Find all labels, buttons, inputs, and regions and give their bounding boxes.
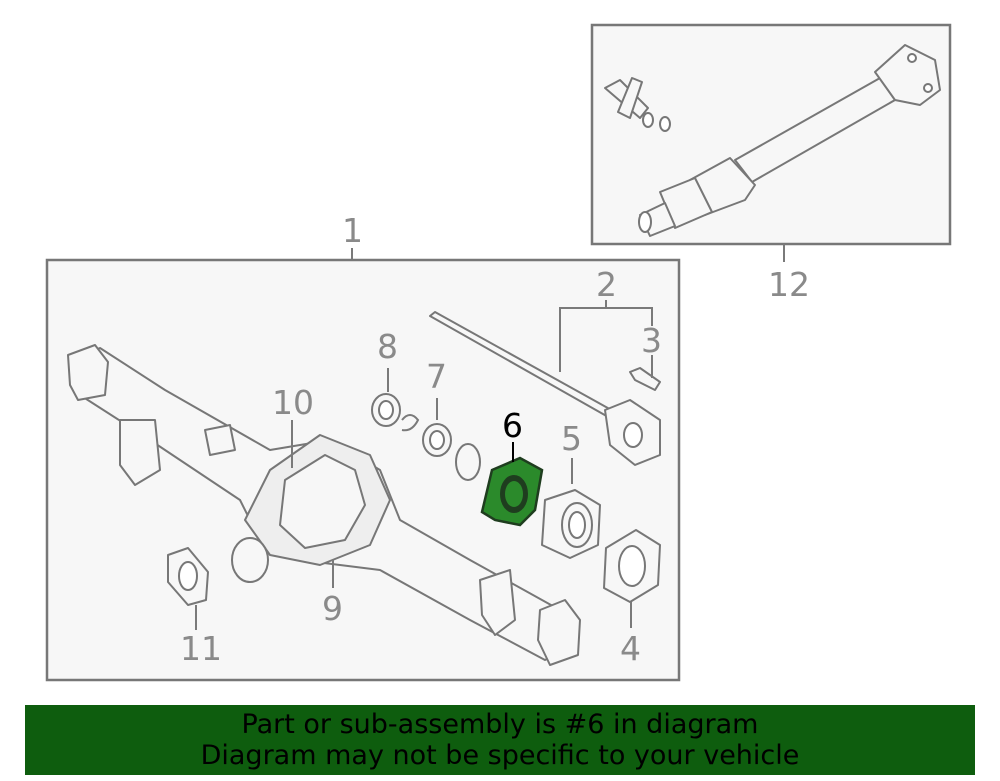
universal-joint-ring bbox=[659, 116, 671, 132]
pinion-gasket-hole bbox=[178, 561, 198, 591]
driveshaft-front-bolt bbox=[907, 53, 917, 63]
snap-ring bbox=[401, 414, 420, 432]
callout-2: 2 bbox=[596, 265, 617, 304]
pinion-flange bbox=[231, 537, 269, 583]
callout-3: 3 bbox=[641, 321, 662, 360]
callout-7: 7 bbox=[426, 357, 447, 396]
callout-4: 4 bbox=[620, 629, 641, 668]
callout-10: 10 bbox=[272, 383, 314, 422]
axle-assembly-group: 1 10 9 11 8 7 bbox=[45, 211, 681, 682]
driveshaft-stub-end bbox=[638, 211, 652, 233]
axle-housing-right-end bbox=[537, 599, 581, 666]
o-ring bbox=[455, 443, 481, 481]
universal-joint-cross bbox=[617, 77, 643, 119]
axle-shaft-hub bbox=[623, 422, 643, 448]
axle-housing-left-end bbox=[67, 344, 109, 401]
driveshaft-group: 12 bbox=[590, 23, 952, 304]
differential-cover bbox=[279, 454, 366, 549]
callout-11: 11 bbox=[180, 629, 222, 668]
bearing-8-bore bbox=[378, 400, 394, 420]
driveshaft-front-bolt bbox=[923, 83, 933, 93]
suspension-bracket bbox=[119, 419, 161, 486]
callout-1: 1 bbox=[342, 211, 363, 250]
universal-joint-ring bbox=[642, 112, 654, 128]
info-banner: Part or sub-assembly is #6 in diagram Di… bbox=[25, 705, 975, 775]
spring-pad bbox=[204, 424, 236, 456]
seal-7-bore bbox=[429, 430, 445, 450]
callout-12: 12 bbox=[768, 265, 810, 304]
callout-9: 9 bbox=[322, 589, 343, 628]
plate-6-bore-inner bbox=[505, 481, 523, 507]
callout-6: 6 bbox=[502, 406, 523, 445]
callout-5: 5 bbox=[561, 419, 582, 458]
backing-gasket-hole bbox=[618, 545, 646, 587]
banner-line-1: Part or sub-assembly is #6 in diagram bbox=[241, 709, 759, 740]
suspension-bracket bbox=[479, 569, 516, 636]
callout-8: 8 bbox=[377, 327, 398, 366]
wheel-stud bbox=[629, 367, 661, 391]
hub-bearing-bore-inner bbox=[568, 511, 586, 539]
banner-line-2: Diagram may not be specific to your vehi… bbox=[200, 740, 800, 771]
